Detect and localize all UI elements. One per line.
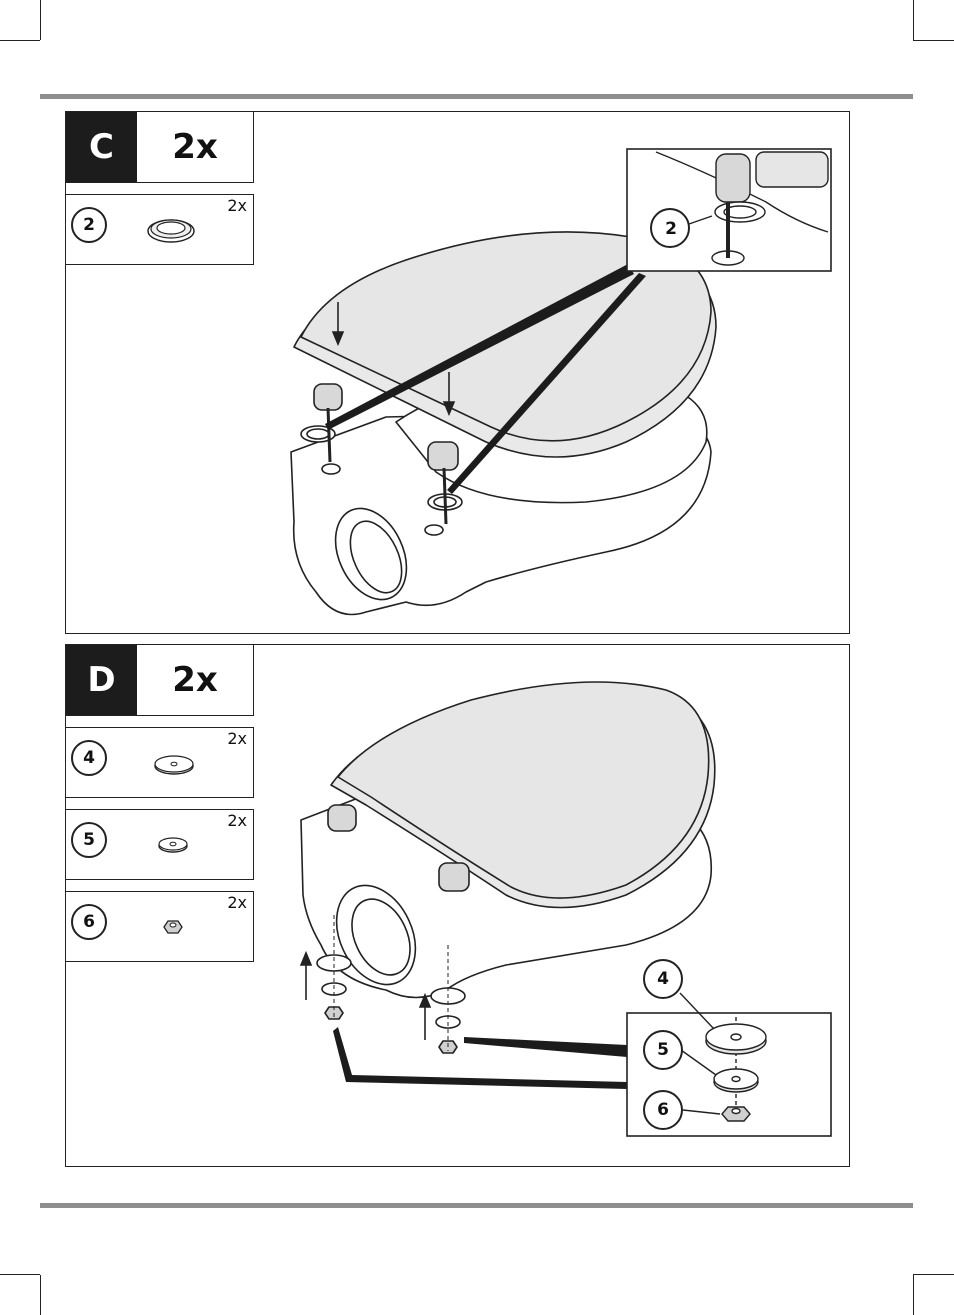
part-number: 4 <box>71 740 107 776</box>
step-c-header: C 2x <box>66 112 254 183</box>
step-c-panel: C 2x 2 2x 2 <box>65 111 850 634</box>
part-quantity: 2x <box>227 196 247 215</box>
crop-mark-top-right-h <box>913 40 954 41</box>
callout-c-2: 2 <box>665 219 677 239</box>
step-d-header: D 2x <box>66 645 254 716</box>
crop-mark-top-left-h <box>0 40 40 41</box>
toilet-seat-illustration-d <box>299 681 832 1137</box>
callout-d-5: 5 <box>657 1040 669 1060</box>
step-d-panel: D 2x 4 2x 5 2x 6 2x 4 5 6 <box>65 644 850 1167</box>
crop-mark-top-left-v <box>40 0 41 40</box>
bottom-rule <box>40 1203 913 1208</box>
step-quantity: 2x <box>172 127 218 167</box>
rubber-ring-icon <box>147 219 195 243</box>
nut-icon <box>163 920 183 934</box>
part-box-4: 4 2x <box>66 727 254 798</box>
part-box-6: 6 2x <box>66 891 254 962</box>
large-washer-icon <box>154 755 194 775</box>
callout-d-4: 4 <box>657 969 669 989</box>
top-rule <box>40 94 913 99</box>
crop-mark-top-right-v <box>913 0 914 40</box>
step-letter: D <box>66 645 137 715</box>
part-quantity: 2x <box>227 729 247 748</box>
small-washer-icon <box>158 837 188 853</box>
part-box-2: 2 2x <box>66 194 254 265</box>
part-quantity: 2x <box>227 811 247 830</box>
crop-mark-bottom-left-h <box>0 1274 40 1275</box>
toilet-seat-illustration-c <box>290 148 832 616</box>
callout-d-6: 6 <box>657 1100 669 1120</box>
step-quantity: 2x <box>172 660 218 700</box>
crop-mark-bottom-right-v <box>913 1275 914 1315</box>
part-number: 6 <box>71 904 107 940</box>
crop-mark-bottom-right-h <box>913 1274 954 1275</box>
step-letter: C <box>66 112 137 182</box>
part-box-5: 5 2x <box>66 809 254 880</box>
part-quantity: 2x <box>227 893 247 912</box>
part-number: 2 <box>71 207 107 243</box>
part-number: 5 <box>71 822 107 858</box>
crop-mark-bottom-left-v <box>40 1275 41 1315</box>
